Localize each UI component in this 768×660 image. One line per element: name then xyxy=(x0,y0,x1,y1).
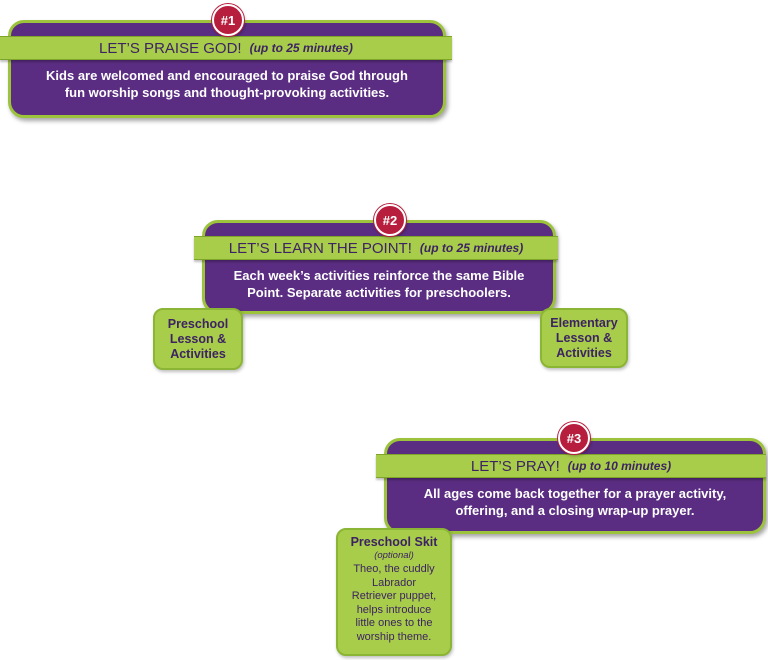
preschool-skit-box: Preschool Skit (optional) Theo, the cudd… xyxy=(336,528,452,656)
preschool-skit-body: Theo, the cuddly Labrador Retriever pupp… xyxy=(338,563,450,644)
preschool-lesson-line: Lesson & xyxy=(169,331,227,346)
preschool-lesson-line: Preschool xyxy=(167,316,229,331)
preschool-skit-line: Labrador xyxy=(371,576,417,589)
step-3-description-line: offering, and a closing wrap-up prayer. xyxy=(455,503,695,518)
elementary-lesson-line: Elementary xyxy=(550,315,618,330)
step-2-description: Each week’s activities reinforce the sam… xyxy=(202,267,556,301)
step-3-badge: #3 xyxy=(558,422,590,454)
step-2-title: LET’S LEARN THE POINT! xyxy=(228,239,412,257)
step-3-title: LET’S PRAY! xyxy=(470,457,560,475)
preschool-skit-title: Preschool Skit xyxy=(350,535,438,549)
preschool-skit-line: Retriever puppet, xyxy=(351,590,437,602)
elementary-lesson-box: Elementary Lesson & Activities xyxy=(540,308,628,368)
step-3-banner: LET’S PRAY! (up to 10 minutes) xyxy=(376,454,766,478)
step-3-description-line: All ages come back together for a prayer… xyxy=(423,486,727,501)
preschool-lesson-line: Activities xyxy=(170,346,226,361)
step-1-badge: #1 xyxy=(212,4,244,36)
step-2-banner: LET’S LEARN THE POINT! (up to 25 minutes… xyxy=(194,236,558,260)
step-2-description-line: Point. Separate activities for preschool… xyxy=(247,285,511,300)
step-1-description-line: fun worship songs and thought-provoking … xyxy=(64,85,390,100)
step-2-description-line: Each week’s activities reinforce the sam… xyxy=(233,268,525,283)
elementary-lesson-line: Lesson & xyxy=(555,330,613,345)
step-1-description: Kids are welcomed and encouraged to prai… xyxy=(8,67,446,101)
preschool-skit-line: worship theme. xyxy=(356,630,432,643)
preschool-skit-line: Theo, the cuddly xyxy=(353,563,435,575)
step-3-description: All ages come back together for a prayer… xyxy=(384,485,766,519)
preschool-skit-line: helps introduce xyxy=(356,603,432,616)
step-2-duration: (up to 25 minutes) xyxy=(419,241,524,255)
step-1-banner: LET’S PRAISE GOD! (up to 25 minutes) xyxy=(0,36,452,60)
step-2-panel xyxy=(202,220,556,314)
step-1-description-line: Kids are welcomed and encouraged to prai… xyxy=(46,68,408,83)
step-1-title: LET’S PRAISE GOD! xyxy=(99,39,242,57)
step-2-badge: #2 xyxy=(374,204,406,236)
step-3-duration: (up to 10 minutes) xyxy=(567,459,672,473)
preschool-lesson-box: Preschool Lesson & Activities xyxy=(153,308,243,370)
preschool-skit-line: little ones to the xyxy=(355,617,433,629)
preschool-skit-note: (optional) xyxy=(374,550,414,561)
step-1-duration: (up to 25 minutes) xyxy=(249,41,353,55)
elementary-lesson-line: Activities xyxy=(556,345,612,360)
